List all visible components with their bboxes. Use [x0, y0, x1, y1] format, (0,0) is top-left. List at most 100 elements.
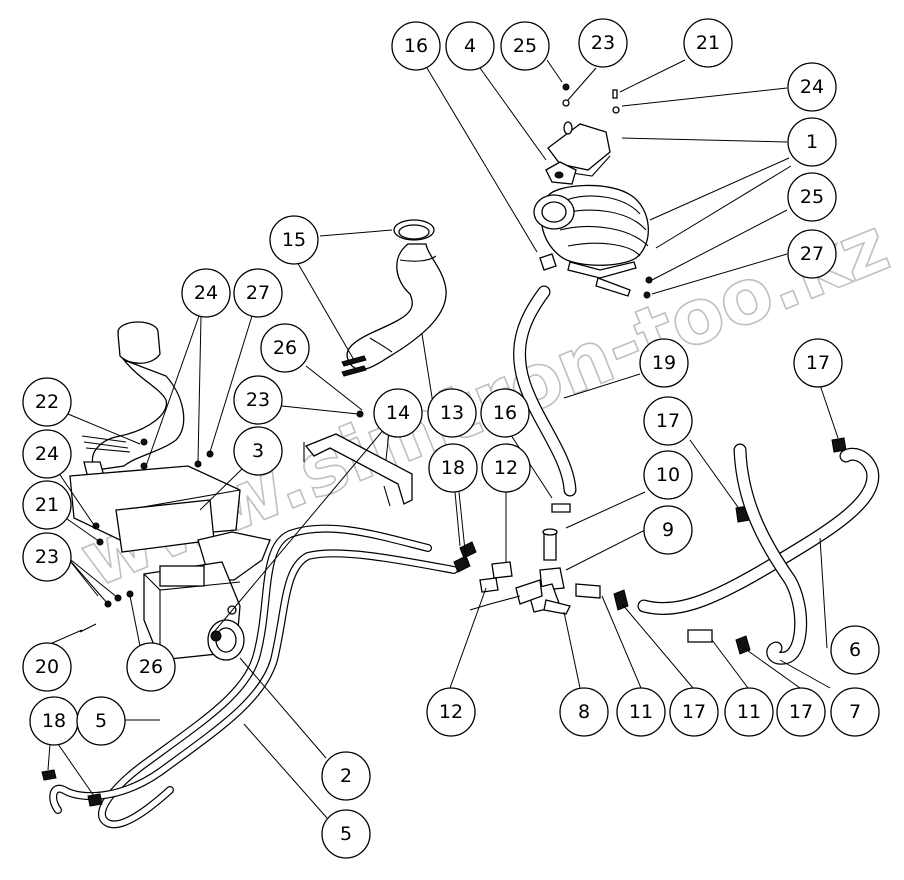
callout-24-left-top: 24: [181, 268, 231, 318]
callout-25-top: 25: [500, 21, 550, 71]
svg-text:13: 13: [440, 402, 464, 424]
callout-17-bottom-a: 17: [669, 687, 719, 737]
svg-text:24: 24: [800, 76, 824, 98]
housing-body: [69, 465, 271, 661]
hose-7: [733, 443, 808, 665]
callout-12-bottom: 12: [426, 687, 476, 737]
callout-20: 20: [22, 642, 72, 692]
hose-6: [637, 447, 880, 616]
svg-text:23: 23: [246, 389, 270, 411]
callout-4: 4: [445, 21, 495, 71]
svg-text:17: 17: [656, 410, 680, 432]
callout-1: 1: [787, 117, 837, 167]
svg-text:9: 9: [662, 519, 674, 541]
callout-17-bottom-b: 17: [776, 687, 826, 737]
callout-5-bottom: 5: [321, 809, 371, 859]
callout-27-right: 27: [787, 229, 837, 279]
callout-labels: 16 4 25 23 21 24 1 25 27 17 19 17 16 13 …: [22, 18, 880, 859]
hose-19: [513, 285, 577, 497]
callout-24-top: 24: [787, 62, 837, 112]
callout-27-left: 27: [233, 268, 283, 318]
svg-text:22: 22: [35, 391, 59, 413]
tube-5-upper: [98, 524, 432, 829]
callout-11-a: 11: [616, 687, 666, 737]
svg-text:5: 5: [340, 823, 352, 845]
callout-18-bottom: 18: [29, 696, 79, 746]
bracket-14: [303, 433, 413, 507]
svg-text:12: 12: [494, 457, 518, 479]
callout-21-top: 21: [683, 18, 733, 68]
svg-text:10: 10: [656, 464, 680, 486]
svg-text:17: 17: [789, 701, 813, 723]
svg-text:24: 24: [194, 282, 218, 304]
svg-text:23: 23: [591, 32, 615, 54]
svg-text:11: 11: [629, 701, 653, 723]
callout-23-left-bottom: 23: [22, 532, 72, 582]
callout-24-left: 24: [22, 429, 72, 479]
svg-text:17: 17: [806, 352, 830, 374]
callout-19: 19: [639, 338, 689, 388]
svg-text:8: 8: [578, 701, 590, 723]
svg-text:2: 2: [340, 765, 352, 787]
svg-text:12: 12: [439, 701, 463, 723]
svg-text:19: 19: [652, 352, 676, 374]
air-filter-assembly: [533, 83, 653, 299]
snorkel-pipe: [81, 321, 185, 479]
svg-text:24: 24: [35, 443, 59, 465]
callout-2: 2: [321, 751, 371, 801]
svg-text:6: 6: [849, 639, 861, 661]
svg-text:5: 5: [95, 710, 107, 732]
callout-25-left: 26: [260, 323, 310, 373]
valve-assembly: [469, 437, 847, 655]
leader-lines: [47, 59, 839, 819]
svg-text:27: 27: [246, 282, 270, 304]
svg-text:14: 14: [386, 402, 410, 424]
callout-17-right: 17: [793, 338, 843, 388]
callout-7: 7: [830, 687, 880, 737]
callout-3: 3: [233, 426, 283, 476]
callout-9: 9: [643, 505, 693, 555]
parts-drawing: [41, 83, 880, 829]
svg-text:4: 4: [464, 35, 476, 57]
callout-8: 8: [559, 687, 609, 737]
intake-pipe-15: [341, 219, 447, 377]
callout-17-mid: 17: [643, 396, 693, 446]
callout-15: 15: [269, 215, 319, 265]
svg-text:26: 26: [273, 337, 297, 359]
svg-text:3: 3: [252, 440, 264, 462]
svg-text:23: 23: [35, 546, 59, 568]
svg-text:15: 15: [282, 229, 306, 251]
callout-6: 6: [830, 625, 880, 675]
callout-10: 10: [643, 450, 693, 500]
svg-text:25: 25: [800, 186, 824, 208]
callout-23-top: 23: [578, 18, 628, 68]
callout-26: 26: [126, 642, 176, 692]
callout-13: 13: [427, 388, 477, 438]
callout-24-right: 25: [787, 172, 837, 222]
svg-text:1: 1: [806, 131, 818, 153]
svg-text:27: 27: [800, 243, 824, 265]
small-hardware: [79, 410, 364, 633]
callout-12-top: 12: [481, 443, 531, 493]
callout-11-b: 11: [724, 687, 774, 737]
svg-text:26: 26: [139, 656, 163, 678]
svg-text:21: 21: [35, 494, 59, 516]
callout-14: 14: [373, 388, 423, 438]
callout-5-left: 5: [76, 696, 126, 746]
callout-22: 22: [22, 377, 72, 427]
callout-23-left: 23: [233, 375, 283, 425]
tube-5-lower: [49, 549, 458, 814]
svg-text:18: 18: [42, 710, 66, 732]
svg-text:20: 20: [35, 656, 59, 678]
svg-text:16: 16: [404, 35, 428, 57]
callout-16-top: 16: [391, 21, 441, 71]
svg-text:18: 18: [441, 457, 465, 479]
svg-text:25: 25: [513, 35, 537, 57]
callout-21-left: 21: [22, 480, 72, 530]
svg-text:16: 16: [493, 402, 517, 424]
svg-text:11: 11: [737, 701, 761, 723]
callout-18-mid: 18: [428, 443, 478, 493]
callout-16-mid: 16: [480, 388, 530, 438]
svg-text:7: 7: [849, 701, 861, 723]
